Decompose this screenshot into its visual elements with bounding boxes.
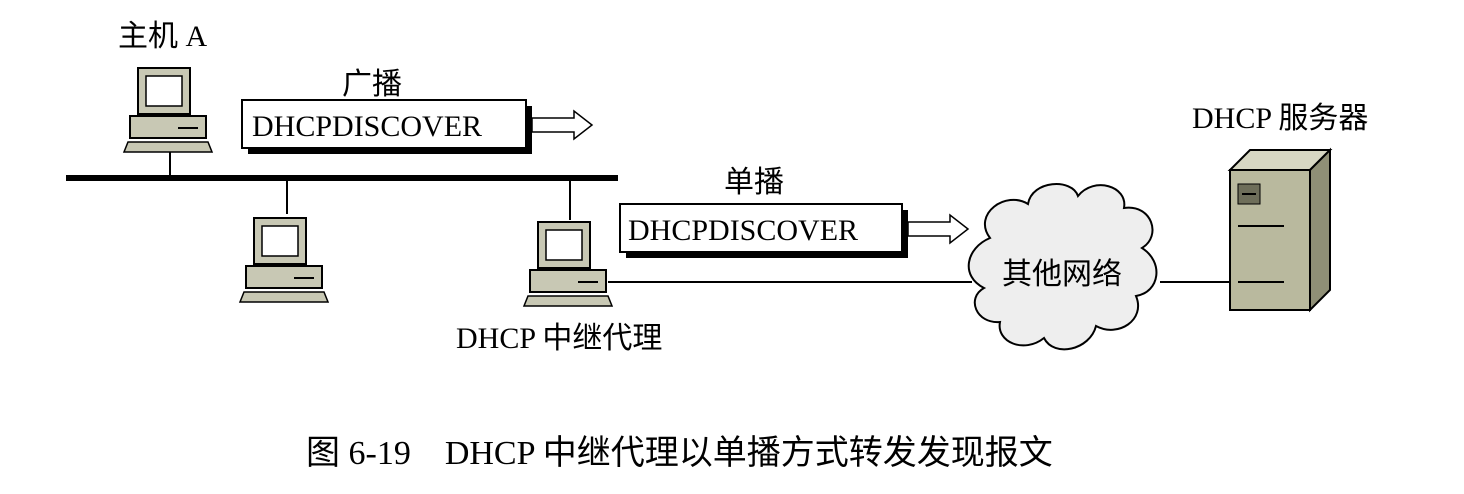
relay-label: DHCP 中继代理 — [456, 322, 662, 355]
host-a-computer-icon — [123, 67, 213, 153]
broadcast-arrow-icon — [531, 109, 594, 141]
host-2-computer-icon — [239, 217, 329, 303]
unicast-message-box — [619, 203, 903, 253]
figure-caption: 图 6-19 DHCP 中继代理以单播方式转发发现报文 — [306, 434, 1053, 472]
relay-computer-icon — [523, 221, 613, 307]
server-label: DHCP 服务器 — [1192, 102, 1368, 135]
unicast-label: 单播 — [724, 166, 784, 199]
broadcast-message-box — [241, 99, 527, 149]
unicast-message: DHCPDISCOVER — [628, 214, 858, 247]
cloud-label: 其他网络 — [1002, 258, 1122, 291]
broadcast-label: 广播 — [342, 68, 402, 101]
host-a-label: 主机 A — [118, 20, 207, 53]
unicast-arrow-icon — [907, 213, 970, 245]
broadcast-message: DHCPDISCOVER — [252, 110, 482, 143]
other-network-cloud-icon — [967, 183, 1158, 351]
dhcp-server-icon — [1227, 147, 1333, 313]
